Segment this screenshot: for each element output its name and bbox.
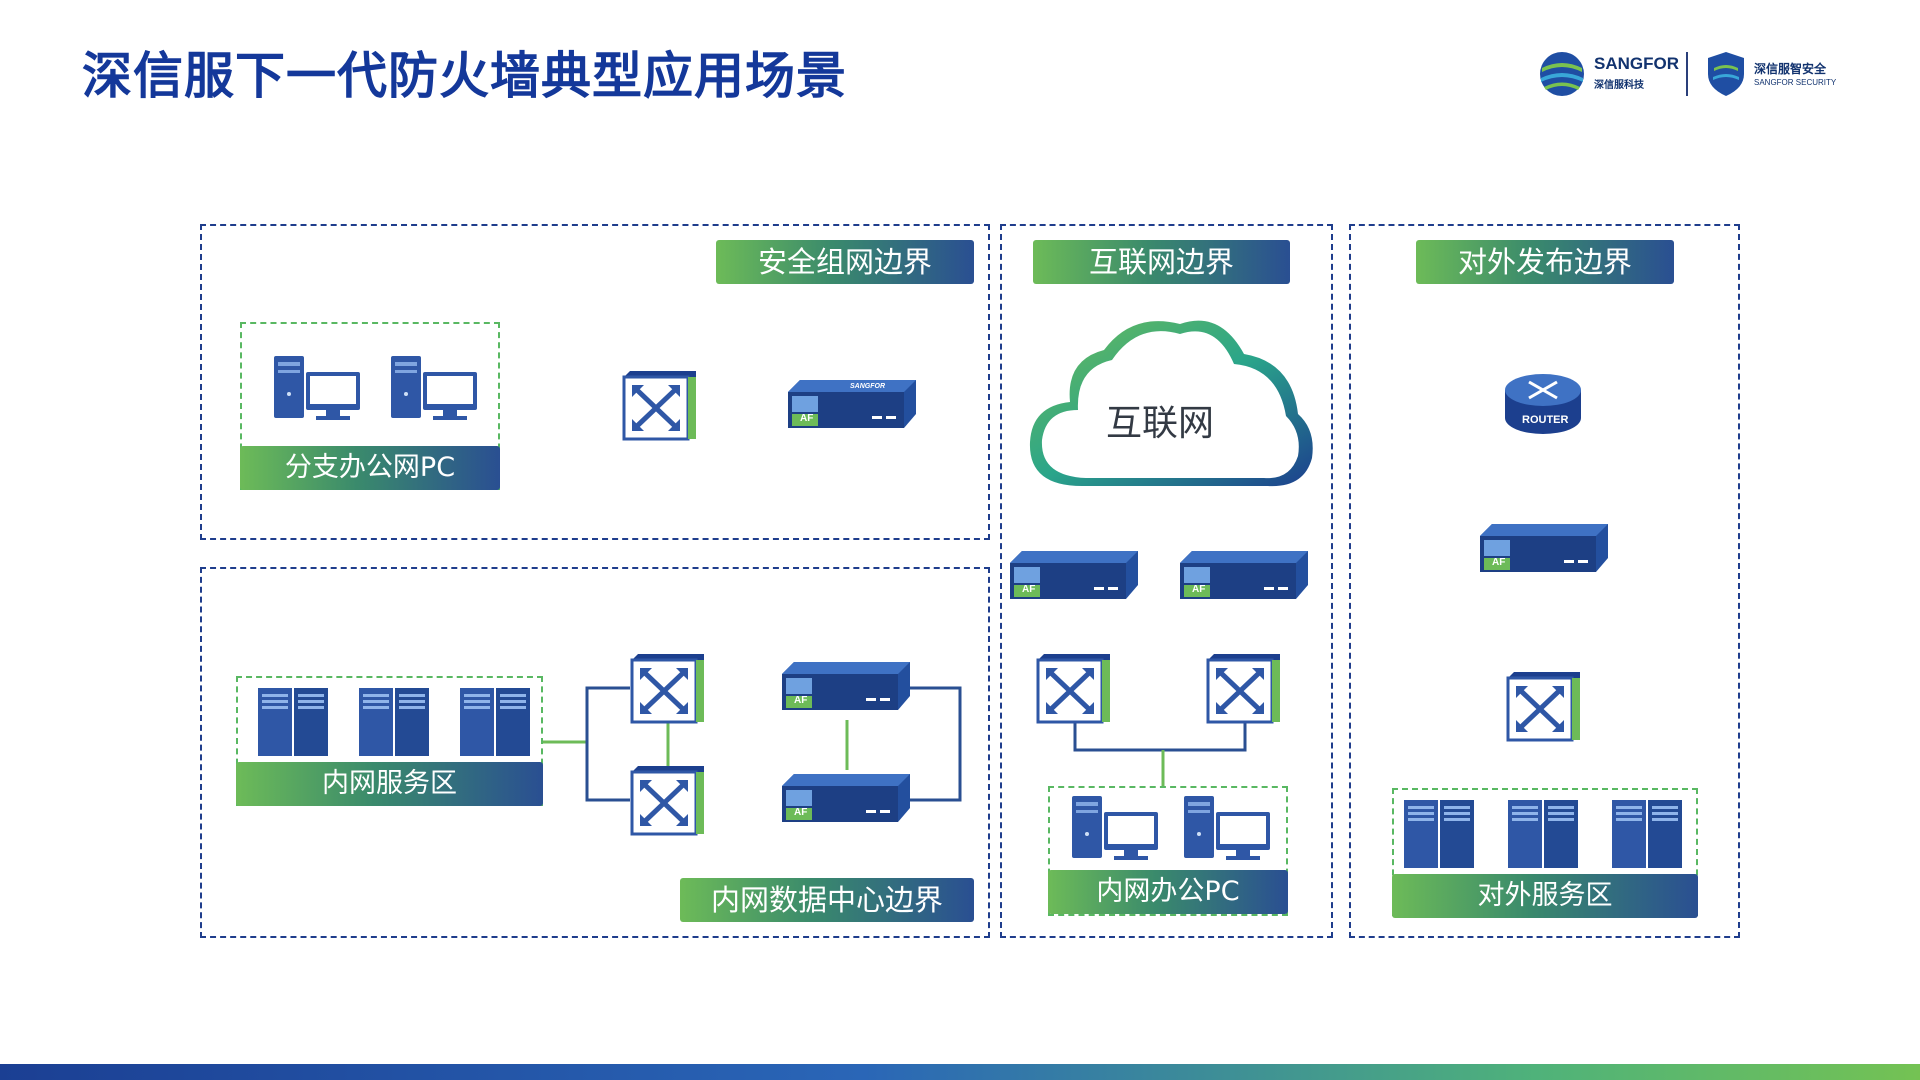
pc-icon xyxy=(391,356,477,420)
server-icon xyxy=(1612,800,1682,868)
switch-icon xyxy=(630,654,704,724)
group-label-internal-server: 内网服务区 xyxy=(236,762,543,806)
switch-icon xyxy=(1206,654,1280,724)
pc-icon xyxy=(274,356,360,420)
internet-cloud-icon xyxy=(1029,320,1313,487)
security-subname: SANGFOR SECURITY xyxy=(1754,78,1837,87)
router-icon xyxy=(1505,374,1581,434)
server-icon xyxy=(258,688,328,756)
bottom-accent-bar xyxy=(0,1064,1920,1080)
firewall-badge: AF xyxy=(1492,557,1506,568)
server-icon xyxy=(460,688,530,756)
sangfor-name: SANGFOR xyxy=(1594,54,1679,73)
switch-icon xyxy=(1506,672,1580,742)
group-label-external-server: 对外服务区 xyxy=(1392,874,1698,918)
firewall-icon xyxy=(788,380,916,428)
sangfor-subname: 深信服科技 xyxy=(1594,80,1644,91)
server-icon xyxy=(359,688,429,756)
logo-divider xyxy=(1686,52,1688,96)
server-icon xyxy=(1404,800,1474,868)
router-label: ROUTER xyxy=(1522,414,1569,426)
zone-internet xyxy=(1000,224,1333,938)
security-name: 深信服智安全 xyxy=(1754,62,1827,76)
zone-label-internet: 互联网边界 xyxy=(1033,240,1290,284)
firewall-icon xyxy=(1480,524,1608,572)
firewall-badge: AF xyxy=(1192,584,1206,595)
zone-datacenter xyxy=(200,567,990,938)
firewall-badge: AF xyxy=(794,695,808,706)
pc-icon xyxy=(1072,796,1158,860)
sangfor-security-shield-icon xyxy=(1708,52,1744,96)
firewall-icon xyxy=(1180,551,1308,599)
firewall-icon xyxy=(782,662,910,710)
internet-cloud-label: 互联网 xyxy=(1105,403,1214,444)
switch-icon xyxy=(1036,654,1110,724)
brand-logos: SANGFOR 深信服科技 深信服智安全 SANGFOR SECURITY xyxy=(1538,48,1838,104)
zone-label-datacenter: 内网数据中心边界 xyxy=(680,878,974,922)
zone-label-publish: 对外发布边界 xyxy=(1416,240,1674,284)
group-internal-office-pc xyxy=(1048,786,1288,916)
firewall-badge: AF xyxy=(794,807,808,818)
firewall-badge: AF xyxy=(800,413,814,424)
switch-icon xyxy=(630,766,704,836)
firewall-brand: SANGFOR xyxy=(850,383,885,390)
pc-icon xyxy=(1184,796,1270,860)
sangfor-logo-icon xyxy=(1540,52,1584,96)
group-label-branch-office-pc: 分支办公网PC xyxy=(240,446,500,490)
switch-icon xyxy=(622,371,696,441)
zone-publish xyxy=(1349,224,1740,938)
firewall-icon xyxy=(782,774,910,822)
server-icon xyxy=(1508,800,1578,868)
firewall-badge: AF xyxy=(1022,584,1036,595)
zone-secure-networking xyxy=(200,224,990,540)
firewall-icon xyxy=(1010,551,1138,599)
zone-label-secure-networking: 安全组网边界 xyxy=(716,240,974,284)
page-title: 深信服下一代防火墙典型应用场景 xyxy=(82,47,847,105)
group-label-internal-office-pc: 内网办公PC xyxy=(1048,870,1288,914)
